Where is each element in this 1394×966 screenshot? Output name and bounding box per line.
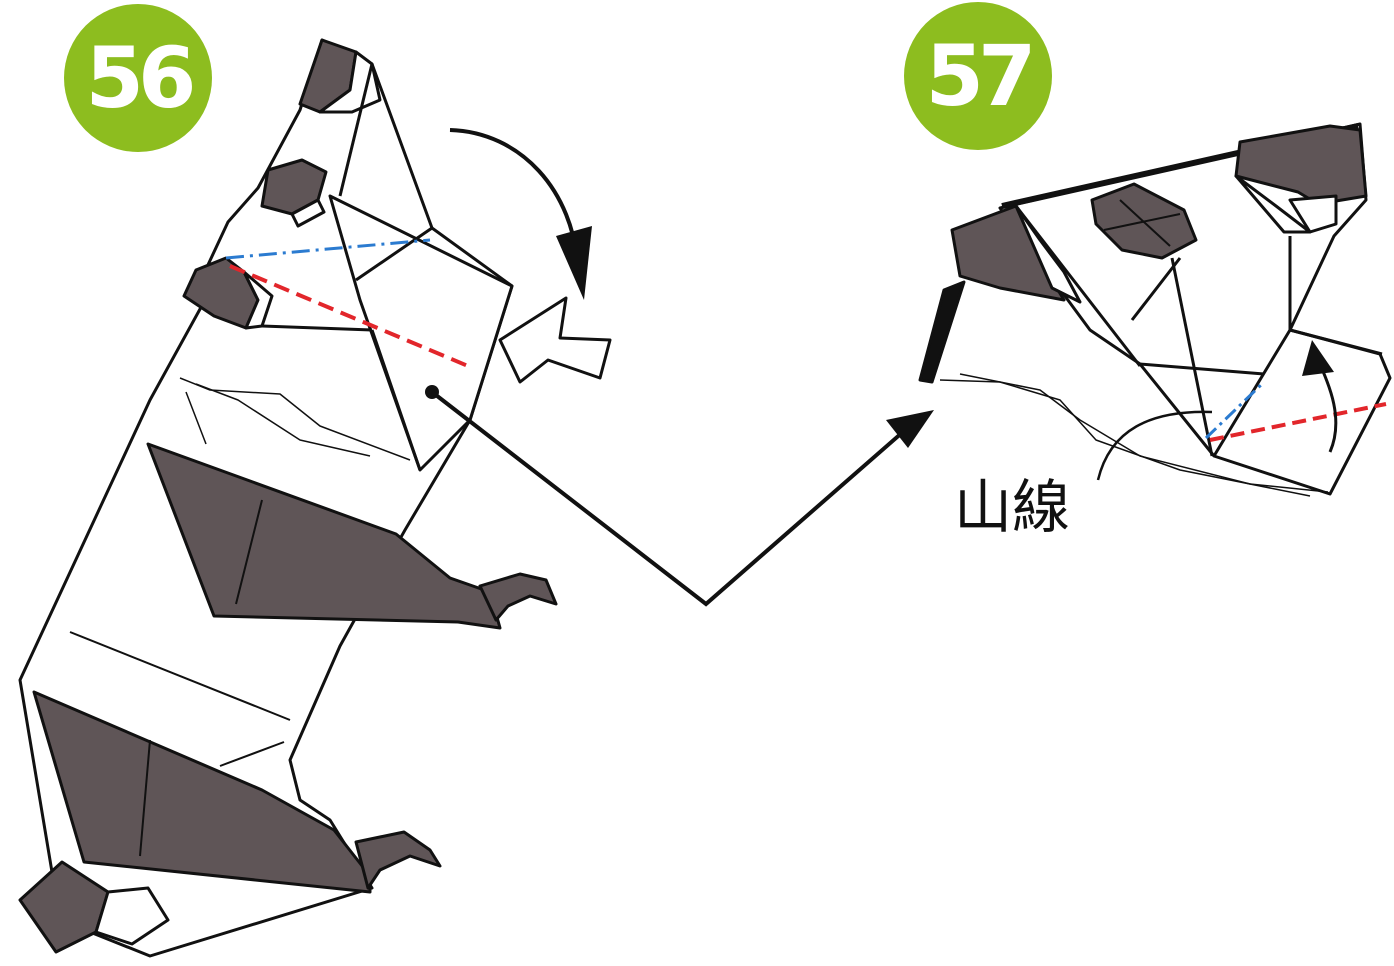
ear-mid-light	[290, 198, 326, 228]
head-flap	[328, 194, 514, 472]
snout-light	[242, 270, 274, 330]
mountain-fold-label: 山線	[954, 473, 1071, 541]
step-number-badge: 57	[904, 2, 1052, 150]
zoom-arrow	[430, 390, 934, 607]
mountain-fold-line-57	[1204, 382, 1264, 440]
step-number: 56	[85, 29, 197, 127]
ear-57-dark	[1234, 124, 1368, 206]
tail-light	[94, 886, 170, 946]
valley-fold-line-57	[1209, 402, 1387, 442]
valley-fold-line-56	[229, 264, 469, 368]
step-57-model	[918, 122, 1392, 497]
step-56-model	[18, 38, 558, 958]
step-number-badge: 56	[64, 4, 212, 152]
rotation-arrow	[449, 128, 592, 300]
front-paw	[478, 572, 558, 622]
nose-57	[918, 280, 966, 384]
mountain-fold-line-56	[225, 238, 431, 260]
leader-line	[1096, 410, 1213, 481]
step-number: 57	[925, 27, 1037, 125]
hind-paw	[354, 830, 442, 890]
push-arrow	[498, 296, 612, 384]
